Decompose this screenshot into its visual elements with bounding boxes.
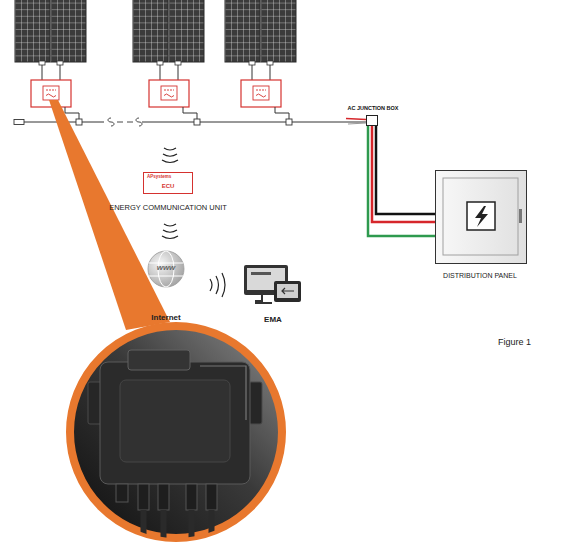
inverter-plate [128, 350, 190, 370]
inverter-body [100, 362, 250, 484]
ac-wire [376, 126, 435, 214]
warning-sign [467, 202, 495, 230]
edge-highlight [200, 366, 246, 420]
panel-door [443, 178, 518, 255]
dc-connector [138, 484, 149, 510]
ac-wire [368, 126, 435, 236]
ecu-label: ENERGY COMMUNICATION UNIT [78, 204, 258, 213]
junction-label: AC JUNCTION BOX [329, 105, 417, 111]
signal-arc [163, 230, 177, 232]
internet-globe: wwwInternet [147, 250, 185, 288]
wire-tip [346, 119, 366, 120]
panel-handle [519, 209, 522, 223]
solar-panel [133, 0, 168, 62]
dc-connector [206, 484, 217, 510]
microinverter [149, 61, 200, 125]
ema-monitor: EMA [244, 265, 302, 307]
figure-caption: Figure 1 [498, 337, 531, 347]
solar-panel [51, 0, 86, 62]
signal-arc [162, 160, 178, 163]
end-cap [14, 120, 24, 125]
dc-connector [186, 484, 197, 510]
ema-monitor-outline [244, 265, 302, 307]
distribution-panel-outline [436, 171, 526, 263]
inverter-lid [120, 380, 230, 462]
solar-panel [261, 0, 296, 62]
ema-label: EMA [233, 315, 313, 324]
monitor-stand [256, 295, 272, 303]
globe-circle [148, 251, 184, 287]
dc-connector [158, 484, 169, 510]
www-text: www [147, 263, 185, 272]
microinverters [31, 61, 292, 125]
ecu-name: ECU [144, 183, 192, 190]
cable-break-symbol [108, 118, 142, 126]
screen-bar [251, 272, 271, 275]
signal-arc [222, 273, 225, 297]
wire-tip [348, 123, 366, 124]
lightning-symbol [475, 206, 488, 227]
ac-wire [372, 126, 435, 222]
signal-arc [164, 148, 176, 150]
internet-label: Internet [126, 313, 206, 322]
dc-cable [144, 510, 212, 543]
solar-panel [15, 0, 50, 62]
tablet-frame [274, 281, 301, 302]
signal-arc [210, 279, 212, 291]
cable-break-dashes [117, 122, 133, 123]
junction-box: AC JUNCTION BOX [366, 115, 378, 126]
signal-arc [216, 276, 219, 294]
magnifier-lens [70, 326, 282, 538]
solar-panel [169, 0, 204, 62]
solar-array [15, 0, 296, 62]
distribution-panel: DISTRIBUTION PANEL [435, 170, 527, 264]
tablet-screen [277, 284, 298, 298]
ecu-box: APsystemsECUENERGY COMMUNICATION UNIT [143, 172, 193, 194]
signal-arc [162, 236, 178, 239]
signal-arc [163, 154, 177, 156]
magnifier [49, 100, 282, 543]
brand-logo: APsystems [147, 174, 181, 179]
tablet-icon [282, 288, 294, 294]
solar-panel [225, 0, 260, 62]
magnifier-pointer [49, 100, 170, 330]
microinverter [241, 61, 292, 125]
panel-label: DISTRIBUTION PANEL [420, 272, 540, 280]
ac-connector [116, 484, 128, 502]
microinverter-photo [88, 350, 262, 543]
signal-arc [164, 224, 176, 226]
